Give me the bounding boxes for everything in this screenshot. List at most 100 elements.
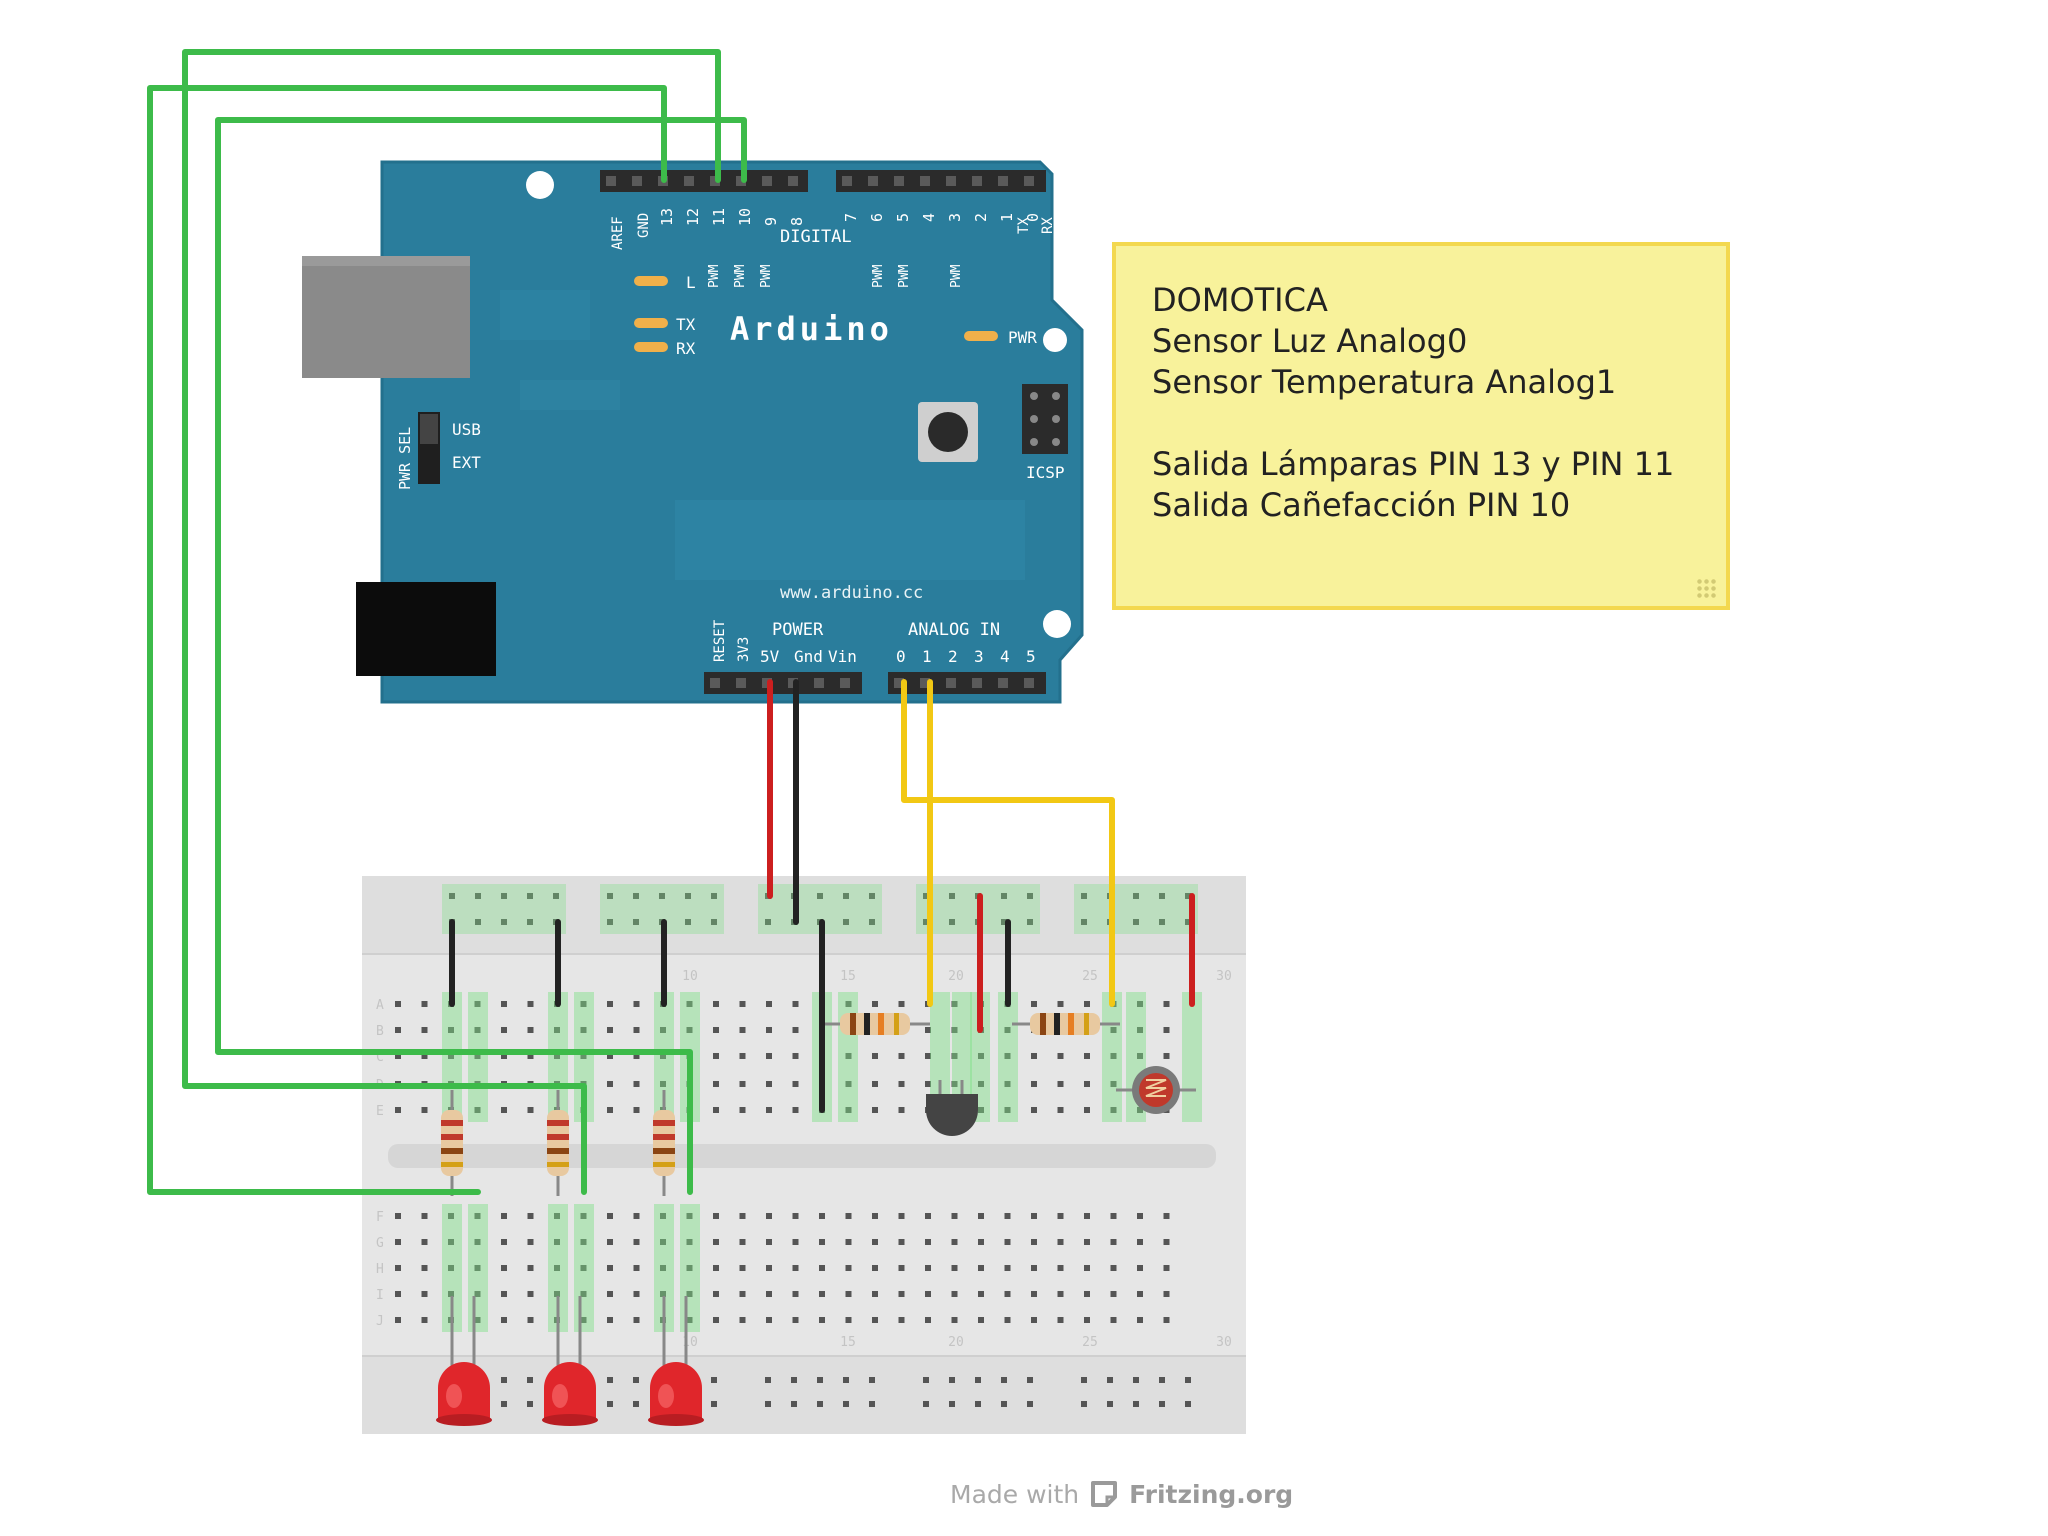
digital-header-high: [600, 170, 808, 192]
led-red-3: [648, 1296, 704, 1426]
resistor-r3: [653, 1090, 675, 1196]
analog-pin-label: 3: [974, 647, 984, 666]
pwr-led-label: PWR: [1008, 328, 1037, 347]
led-rx: [634, 342, 668, 352]
column-number: 20: [948, 969, 964, 984]
digital-pin-label: 13: [658, 208, 676, 226]
led-rx-label: RX: [676, 339, 696, 358]
digital-pin-label: 0: [1024, 213, 1042, 222]
digital-pin-label: 9: [762, 217, 780, 226]
column-number: 20: [948, 1335, 964, 1350]
arduino-website: www.arduino.cc: [780, 583, 923, 603]
resistor-r2: [547, 1090, 569, 1196]
arduino-brand: Arduino: [730, 310, 893, 348]
digital-pin-label: 12: [684, 208, 702, 226]
digital-pin-label: 3: [946, 213, 964, 222]
pwm-label: PWM: [949, 264, 964, 288]
analog-in-label: ANALOG IN: [908, 620, 1000, 640]
led-tx: [634, 318, 668, 328]
led-l: [634, 276, 668, 286]
tx-pin-label: TX: [1016, 217, 1032, 234]
column-number: 30: [1216, 1335, 1232, 1350]
analog-header: [888, 672, 1046, 694]
wire-green-pin11: [215, 117, 747, 1195]
photoresistor: [1116, 1066, 1196, 1114]
usb-label: USB: [452, 420, 481, 439]
note-line: Salida Cañefacción PIN 10: [1152, 486, 1571, 524]
row-letter: J: [376, 1314, 384, 1329]
analog-pin-label: 2: [948, 647, 958, 666]
mounting-hole: [1043, 610, 1071, 638]
reset-label: RESET: [712, 619, 728, 662]
mounting-hole: [526, 171, 554, 199]
wire-green-pin12: [182, 49, 721, 1195]
analog-pin-label: 1: [922, 647, 932, 666]
center-channel: [388, 1144, 1216, 1168]
wire-yellow-analog0: [901, 679, 1115, 1007]
row-letter: I: [376, 1288, 384, 1303]
mounting-hole: [1043, 328, 1067, 352]
led-pwr: [964, 331, 998, 341]
power-pin-label: Gnd: [794, 647, 823, 666]
power-pin-label: 5V: [760, 647, 780, 666]
digital-pin-label: 2: [972, 213, 990, 222]
fritzing-logo-icon: [1091, 1481, 1118, 1507]
digital-header-low: [836, 170, 1046, 192]
pwm-label: PWM: [759, 264, 774, 288]
column-number: 30: [1216, 969, 1232, 984]
row-letter: C: [376, 1050, 384, 1065]
icsp-label: ICSP: [1026, 463, 1065, 482]
power-pin-label: Vin: [828, 647, 857, 666]
power-header: [704, 672, 862, 694]
ext-label: EXT: [452, 453, 481, 472]
3v3-label: 3V3: [736, 637, 752, 662]
analog-pin-label: 4: [1000, 647, 1010, 666]
rx-pin-label: RX: [1040, 217, 1056, 234]
aref-label: AREF: [610, 216, 626, 250]
power-label: POWER: [772, 620, 824, 640]
column-number: 15: [840, 969, 856, 984]
footer: Made with Fritzing.org: [950, 1474, 1293, 1514]
column-number: 15: [840, 1335, 856, 1350]
analog-pin-label: 5: [1026, 647, 1036, 666]
pwm-label: PWM: [897, 264, 912, 288]
digital-pin-label: 6: [868, 213, 886, 222]
digital-pin-label: 8: [788, 217, 806, 226]
temperature-sensor: [926, 1080, 978, 1136]
resize-grip-icon[interactable]: [1696, 578, 1718, 600]
pwm-label: PWM: [733, 264, 748, 288]
led-red-2: [542, 1296, 598, 1426]
digital-pin-label: 11: [710, 208, 728, 226]
arduino-board: Arduino www.arduino.cc DIGITAL POWER ANA…: [302, 160, 1084, 704]
resistor-r5: [1012, 1013, 1120, 1035]
digital-pin-label: 5: [894, 213, 912, 222]
column-number: 25: [1082, 1335, 1098, 1350]
fritzing-brand[interactable]: Fritzing.org: [1129, 1479, 1294, 1509]
note-spacer: [1152, 403, 1690, 444]
led-tx-label: TX: [676, 315, 696, 334]
note-line: Sensor Luz Analog0: [1152, 322, 1468, 360]
sticky-note: DOMOTICA Sensor Luz Analog0 Sensor Tempe…: [1112, 242, 1730, 610]
digital-pin-label: 10: [736, 208, 754, 226]
led-red-1: [436, 1296, 492, 1426]
resistor-r4: [820, 1013, 930, 1035]
column-number: 10: [682, 969, 698, 984]
note-line: DOMOTICA: [1152, 281, 1328, 319]
pwr-sel-label: PWR SEL: [396, 427, 414, 490]
power-jack: [356, 582, 496, 676]
digital-pin-label: 4: [920, 213, 938, 222]
note-line: Sensor Temperatura Analog1: [1152, 363, 1617, 401]
row-letter: B: [376, 1024, 384, 1039]
row-letter: A: [376, 998, 384, 1013]
row-letter: E: [376, 1104, 384, 1119]
resistor-r1: [441, 1090, 463, 1196]
column-number: 25: [1082, 969, 1098, 984]
digital-pin-label: 1: [998, 213, 1016, 222]
row-letter: F: [376, 1210, 384, 1225]
row-letter: H: [376, 1262, 384, 1277]
icsp-header: [1022, 384, 1068, 454]
note-line: Salida Lámparas PIN 13 y PIN 11: [1152, 445, 1675, 483]
row-letter: G: [376, 1236, 384, 1251]
analog-pin-label: 0: [896, 647, 906, 666]
